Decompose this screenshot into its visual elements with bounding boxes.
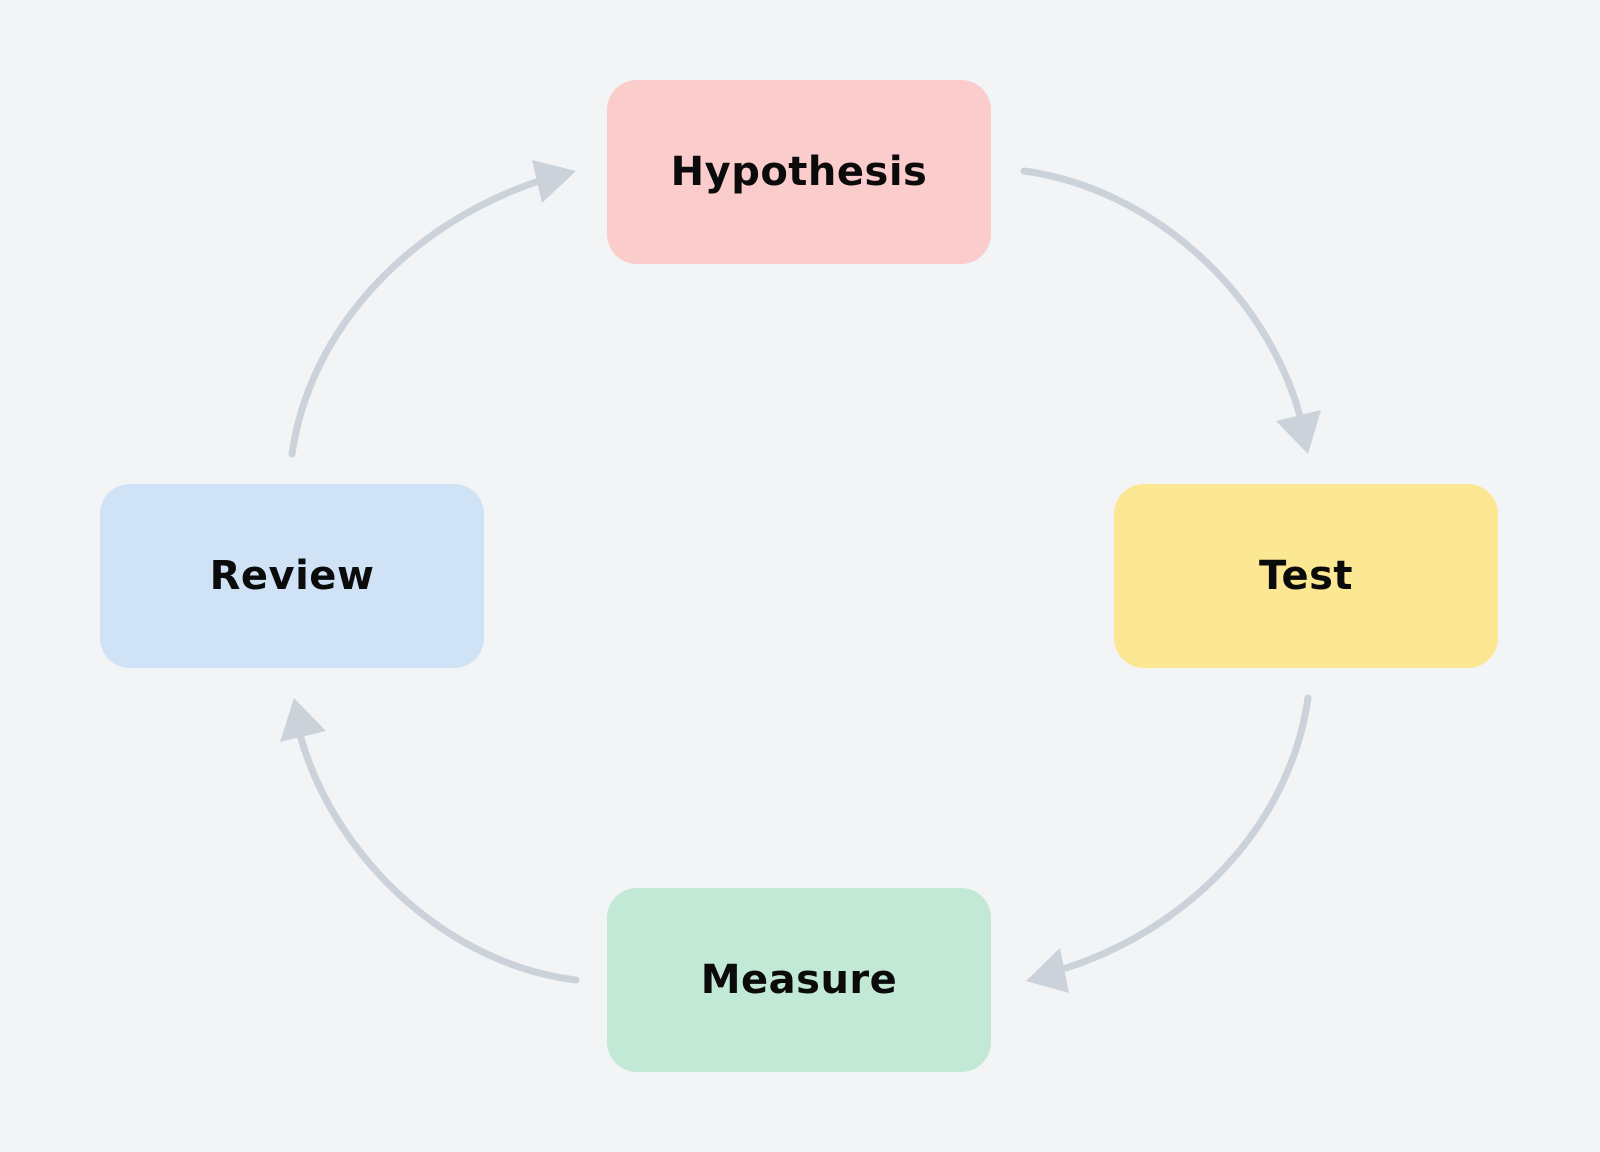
arrow-hypothesis-to-test-line xyxy=(1020,167,1304,420)
arrow-hypothesis-to-test-head xyxy=(1276,410,1321,454)
node-hypothesis-label: Hypothesis xyxy=(670,149,928,195)
arrow-review-to-hypothesis-line xyxy=(288,178,540,458)
node-measure: Measure xyxy=(607,888,991,1072)
arrow-measure-to-review-line xyxy=(296,731,580,984)
arrow-review-to-hypothesis-head xyxy=(532,160,576,203)
arrow-measure-to-review xyxy=(280,698,580,984)
node-measure-label: Measure xyxy=(700,957,898,1003)
arrow-review-to-hypothesis xyxy=(288,160,576,458)
arrow-test-to-measure xyxy=(1026,694,1312,993)
arrow-test-to-measure-head xyxy=(1026,948,1069,993)
arrow-hypothesis-to-test xyxy=(1020,167,1321,454)
arrow-test-to-measure-line xyxy=(1062,694,1312,972)
arrow-measure-to-review-head xyxy=(280,698,326,742)
node-review: Review xyxy=(100,484,484,668)
node-test-label: Test xyxy=(1258,553,1354,599)
node-test: Test xyxy=(1114,484,1498,668)
node-hypothesis: Hypothesis xyxy=(607,80,991,264)
node-review-label: Review xyxy=(209,553,375,599)
